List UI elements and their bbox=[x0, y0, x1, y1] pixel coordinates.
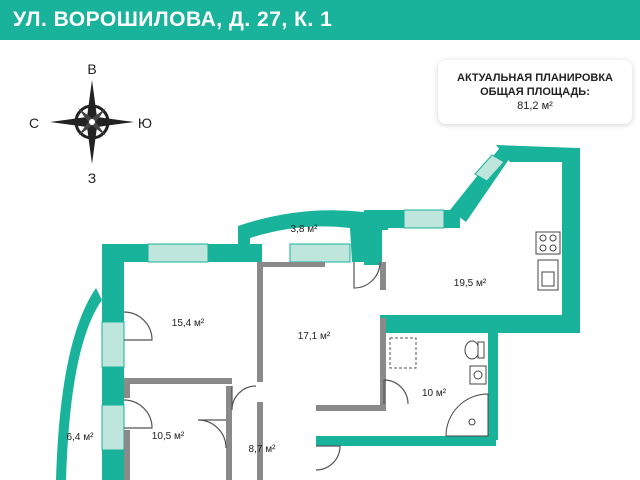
header-bar: УЛ. ВОРОШИЛОВА, Д. 27, К. 1 bbox=[0, 0, 640, 40]
floor-plan: В З С Ю bbox=[29, 61, 580, 480]
interior-walls bbox=[124, 262, 386, 480]
info-line2: ОБЩАЯ ПЛОЩАДЬ: bbox=[480, 86, 590, 98]
room-label-bathroom: 10 м² bbox=[422, 388, 447, 399]
stove-icon bbox=[535, 231, 561, 255]
doors bbox=[123, 261, 409, 471]
room-label-loggia: 6,4 м² bbox=[67, 432, 95, 443]
compass-icon bbox=[50, 80, 134, 164]
room-label-balcony: 3,8 м² bbox=[291, 224, 319, 235]
washbasin-icon bbox=[469, 365, 487, 385]
walls bbox=[56, 145, 580, 480]
room-label-room3: 10,5 м² bbox=[152, 431, 185, 442]
info-box: АКТУАЛЬНАЯ ПЛАНИРОВКА ОБЩАЯ ПЛОЩАДЬ: 81,… bbox=[438, 60, 632, 124]
room-label-hall: 8,7 м² bbox=[249, 444, 277, 455]
compass-south: З bbox=[88, 170, 96, 186]
address-title: УЛ. ВОРОШИЛОВА, Д. 27, К. 1 bbox=[13, 8, 333, 31]
compass-east: Ю bbox=[138, 115, 152, 131]
room-label-room2: 17,1 м² bbox=[298, 331, 331, 342]
washing-machine-icon bbox=[389, 337, 417, 369]
toilet-icon bbox=[464, 340, 485, 360]
compass-west: С bbox=[29, 115, 39, 131]
room-label-room1: 15,4 м² bbox=[172, 318, 205, 329]
kitchen-sink-icon bbox=[537, 259, 559, 291]
info-area: 81,2 м² bbox=[517, 100, 553, 112]
shower-icon bbox=[445, 393, 489, 437]
compass-north: В bbox=[87, 61, 96, 77]
windows bbox=[101, 154, 505, 451]
info-line1: АКТУАЛЬНАЯ ПЛАНИРОВКА bbox=[457, 72, 613, 84]
room-label-kitchen: 19,5 м² bbox=[454, 278, 487, 289]
